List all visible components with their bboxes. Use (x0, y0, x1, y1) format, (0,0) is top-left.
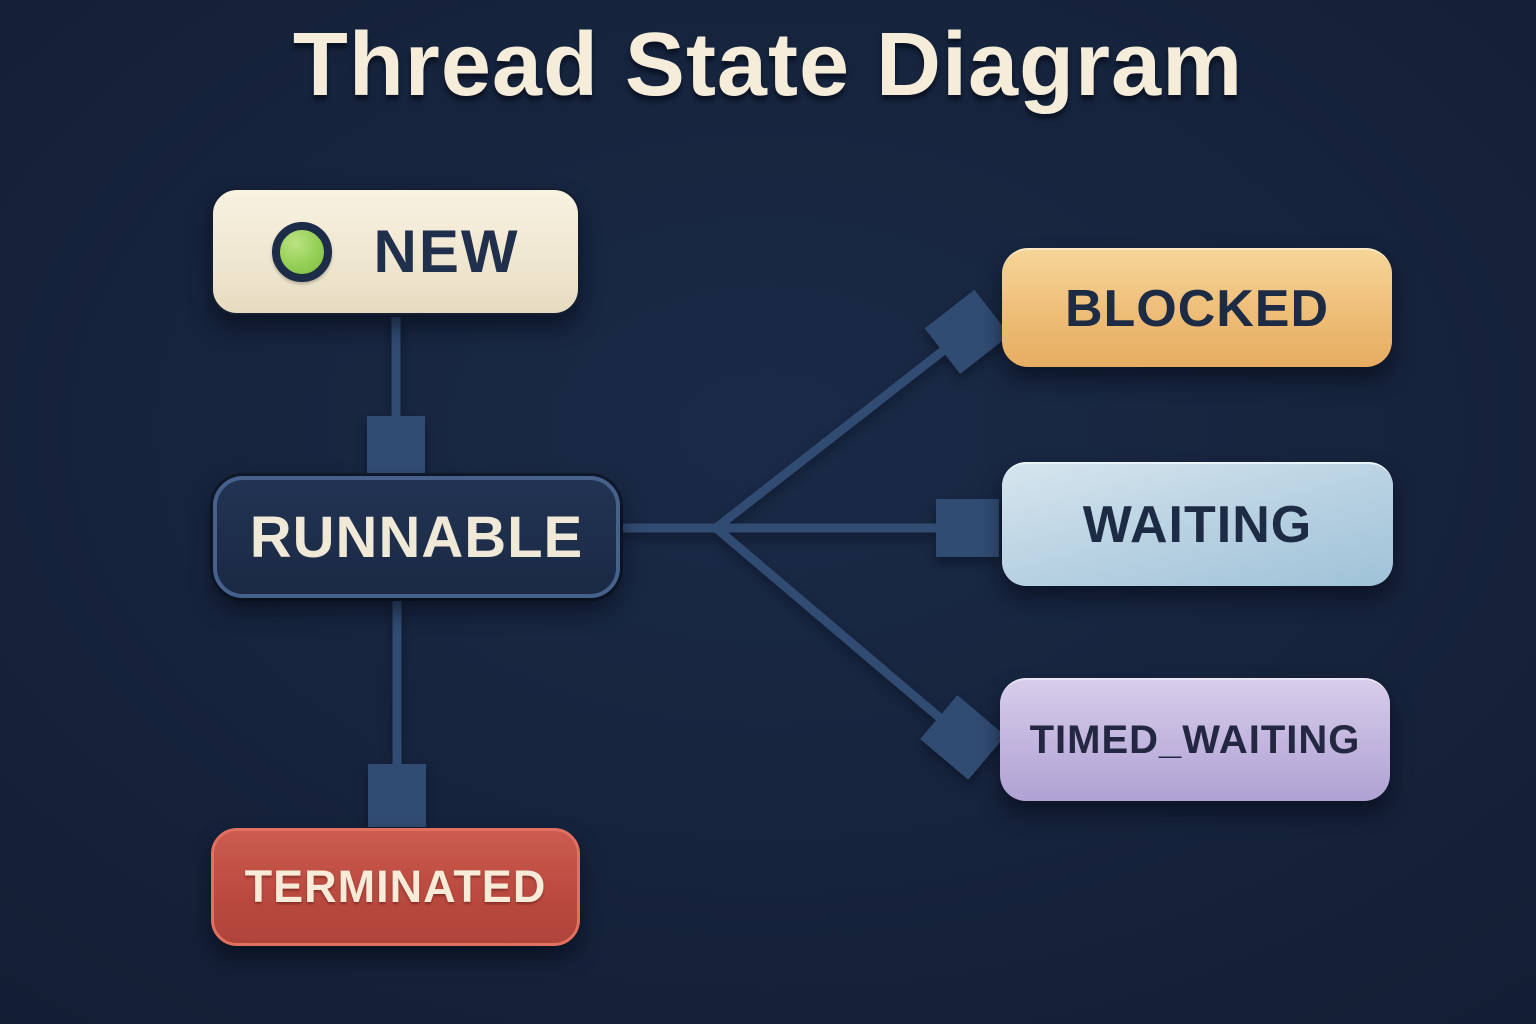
node-blocked-label: BLOCKED (1064, 279, 1330, 338)
node-waiting-label: WAITING (1082, 496, 1313, 554)
page-title: Thread State Diagram (292, 15, 1244, 115)
node-terminated: TERMINATED (211, 828, 580, 946)
node-terminated-label: TERMINATED (244, 861, 547, 912)
node-blocked: BLOCKED (1002, 248, 1392, 367)
arrow-runnable-to-timed-waiting (713, 524, 980, 752)
green-status-icon (271, 221, 332, 282)
node-new-label: NEW (373, 218, 520, 285)
node-runnable-label: RUNNABLE (249, 504, 584, 570)
node-waiting: WAITING (1002, 462, 1393, 586)
node-runnable: RUNNABLE (213, 476, 620, 598)
node-timed-waiting-label: TIMED_WAITING (1029, 718, 1361, 762)
node-new: NEW (211, 188, 580, 315)
node-timed-waiting: TIMED_WAITING (1000, 678, 1390, 801)
arrow-runnable-to-blocked (713, 318, 985, 532)
